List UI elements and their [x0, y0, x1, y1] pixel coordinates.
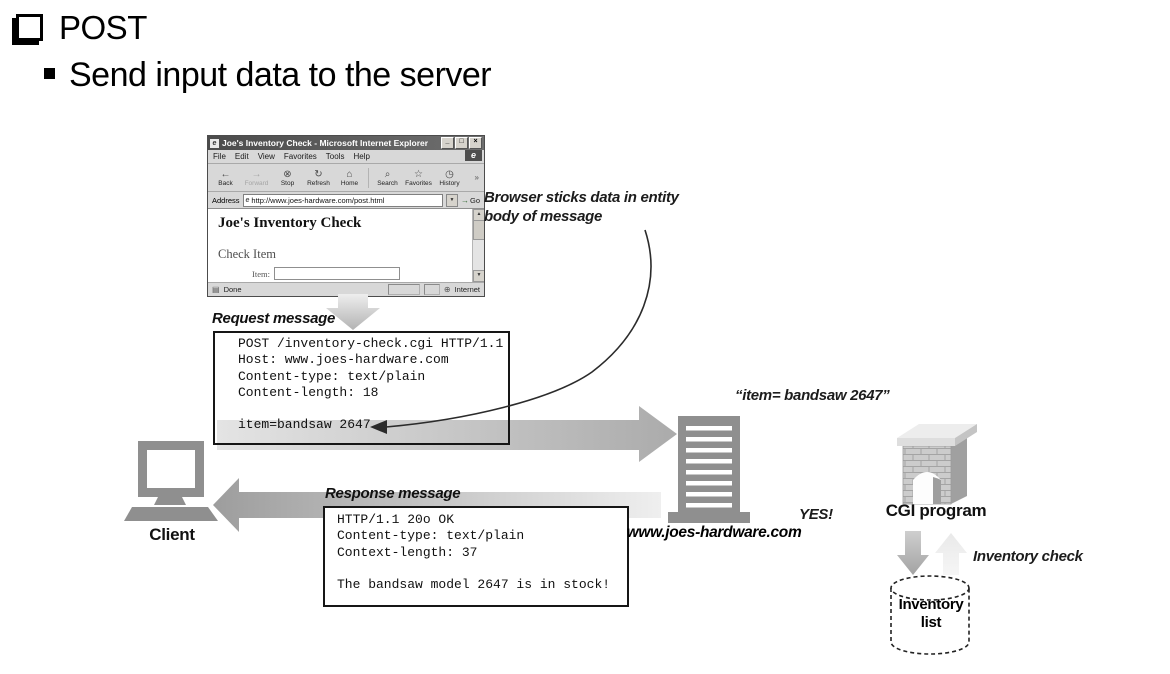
- menu-tools[interactable]: Tools: [325, 152, 345, 161]
- cgi-gateway-icon: [897, 424, 977, 505]
- close-button[interactable]: ×: [469, 137, 482, 149]
- page-icon: e: [245, 196, 250, 204]
- square-bullet-icon: [44, 68, 55, 79]
- request-message-box: [213, 331, 510, 445]
- go-button[interactable]: → Go: [460, 195, 480, 205]
- response-message-box: [323, 506, 629, 607]
- browser-address-bar: Address e http://www.joes-hardware.com/p…: [208, 192, 484, 209]
- refresh-button[interactable]: ↻ Refresh: [307, 168, 330, 187]
- slide-subtitle-row: Send input data to the server: [44, 54, 492, 96]
- menu-file[interactable]: File: [213, 152, 226, 161]
- slide-subtitle: Send input data to the server: [69, 56, 492, 94]
- stop-button[interactable]: ⊗ Stop: [280, 168, 295, 187]
- ie-logo-icon: e: [465, 150, 482, 161]
- status-cell: [423, 284, 440, 295]
- toolbar-separator: [368, 167, 369, 188]
- browser-status-bar: ▤ Done ⊕ Internet: [208, 283, 484, 296]
- client-label: Client: [149, 525, 195, 544]
- history-icon: ◷: [445, 168, 454, 180]
- history-button[interactable]: ◷ History: [439, 168, 460, 187]
- browser-title-bar: e Joe's Inventory Check - Microsoft Inte…: [208, 136, 484, 150]
- maximize-button[interactable]: □: [455, 137, 468, 149]
- address-url: http://www.joes-hardware.com/post.html: [251, 195, 385, 205]
- item-field-label: Item:: [252, 268, 270, 279]
- scroll-thumb[interactable]: [473, 220, 484, 240]
- request-arrow: [217, 406, 677, 462]
- response-message-label: Response message: [325, 485, 461, 502]
- status-done: Done: [223, 285, 242, 294]
- server-icon: [668, 416, 750, 523]
- search-button[interactable]: ⌕ Search: [377, 168, 398, 187]
- toolbar-overflow-icon[interactable]: »: [474, 173, 479, 182]
- item-input[interactable]: [273, 267, 400, 280]
- checkbox-bullet-icon: [16, 14, 43, 41]
- inventory-to-cgi-arrow: [935, 533, 967, 575]
- stop-icon: ⊗: [283, 168, 292, 180]
- menu-view[interactable]: View: [257, 152, 275, 161]
- scroll-down-icon[interactable]: ▼: [473, 270, 484, 282]
- go-arrow-icon: →: [460, 195, 469, 205]
- window-title: Joe's Inventory Check - Microsoft Intern…: [222, 138, 429, 148]
- browser-menu-bar: File Edit View Favorites Tools Help e: [208, 150, 484, 164]
- menu-help[interactable]: Help: [353, 152, 370, 161]
- item-form-row: Item:: [252, 267, 400, 280]
- cgi-to-inventory-arrow: [897, 531, 929, 575]
- address-label: Address: [212, 195, 240, 205]
- globe-icon: ⊕: [443, 285, 451, 294]
- inventory-list-label: Inventory list: [898, 596, 964, 631]
- forward-icon: →: [251, 168, 262, 180]
- favorites-button[interactable]: ☆ Favorites: [405, 168, 432, 187]
- inventory-database-icon: [890, 575, 970, 655]
- slide-title-row: POST: [12, 8, 147, 48]
- status-zone: Internet: [454, 285, 480, 294]
- cgi-program-label: CGI program: [885, 501, 987, 520]
- search-icon: ⌕: [384, 168, 391, 180]
- address-dropdown-icon[interactable]: ▼: [445, 193, 458, 207]
- status-cell: [387, 284, 420, 295]
- request-message-label: Request message: [212, 310, 336, 327]
- response-message-text: HTTP/1.1 20o OK Content-type: text/plain…: [337, 512, 611, 593]
- favorites-icon: ☆: [414, 168, 423, 180]
- page-subheading: Check Item: [218, 247, 276, 261]
- window-icon: e: [210, 138, 219, 148]
- content-scrollbar[interactable]: ▲ ▼: [472, 209, 484, 282]
- back-button[interactable]: ← Back: [218, 168, 233, 187]
- slide-title: POST: [59, 9, 147, 46]
- refresh-icon: ↻: [314, 168, 323, 180]
- menu-favorites[interactable]: Favorites: [283, 152, 317, 161]
- inventory-check-annotation: Inventory check: [973, 548, 1083, 565]
- browser-to-request-arrow: [326, 294, 380, 330]
- server-label: www.joes-hardware.com: [626, 524, 802, 541]
- entity-body-curve-arrow: [370, 229, 652, 434]
- minimize-button[interactable]: _: [441, 137, 454, 149]
- item-value-annotation: “item= bandsaw 2647”: [735, 387, 890, 404]
- forward-button[interactable]: → Forward: [244, 168, 269, 187]
- browser-toolbar: ← Back → Forward ⊗ Stop ↻ Refresh ⌂ Home…: [208, 164, 484, 192]
- yes-annotation: YES!: [799, 506, 833, 523]
- response-arrow: [213, 478, 661, 532]
- browser-window: e Joe's Inventory Check - Microsoft Inte…: [207, 135, 485, 297]
- home-icon: ⌂: [346, 168, 353, 180]
- address-input[interactable]: e http://www.joes-hardware.com/post.html: [242, 193, 443, 207]
- page-heading: Joe's Inventory Check: [218, 215, 362, 231]
- entity-body-note: Browser sticks data in entity body of me…: [484, 189, 679, 225]
- menu-edit[interactable]: Edit: [234, 152, 249, 161]
- browser-content: Joe's Inventory Check Check Item Item: ▲…: [208, 209, 484, 283]
- request-message-text: POST /inventory-check.cgi HTTP/1.1 Host:…: [238, 336, 504, 433]
- back-icon: ←: [220, 168, 231, 180]
- client-computer-icon: [124, 441, 218, 521]
- home-button[interactable]: ⌂ Home: [340, 168, 359, 187]
- document-icon: ▤: [212, 285, 220, 294]
